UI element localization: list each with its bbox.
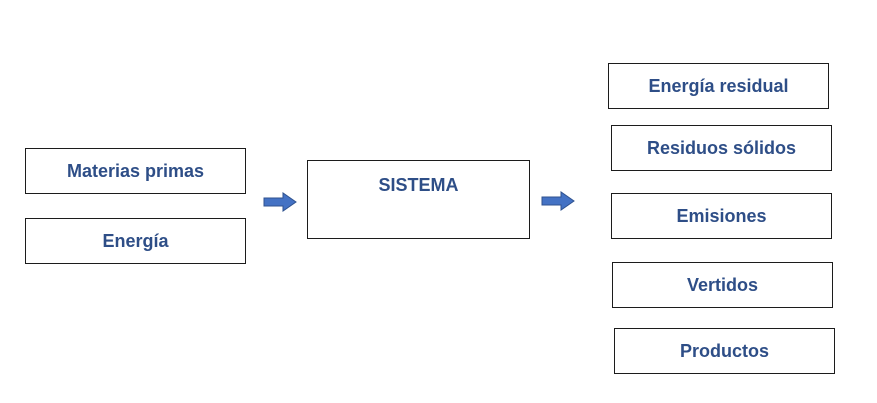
output-label: Vertidos xyxy=(686,274,759,295)
input-box-materias-primas: Materias primas xyxy=(25,148,246,194)
output-box-energia-residual: Energía residual xyxy=(608,63,829,109)
right-arrow-icon xyxy=(541,191,575,211)
output-box-productos: Productos xyxy=(614,328,835,374)
output-label: Productos xyxy=(679,340,769,361)
input-box-energia: Energía xyxy=(25,218,246,264)
output-box-residuos-solidos: Residuos sólidos xyxy=(611,125,832,171)
output-box-vertidos: Vertidos xyxy=(612,262,833,308)
system-label: SISTEMA xyxy=(378,175,459,195)
right-arrow-icon xyxy=(263,192,297,212)
output-box-emisiones: Emisiones xyxy=(611,193,832,239)
system-box: SISTEMA xyxy=(307,160,530,239)
input-label: Energía xyxy=(102,230,169,251)
input-label: Materias primas xyxy=(66,160,205,181)
output-label: Residuos sólidos xyxy=(646,137,797,158)
output-label: Energía residual xyxy=(648,75,789,96)
output-label: Emisiones xyxy=(676,205,767,226)
